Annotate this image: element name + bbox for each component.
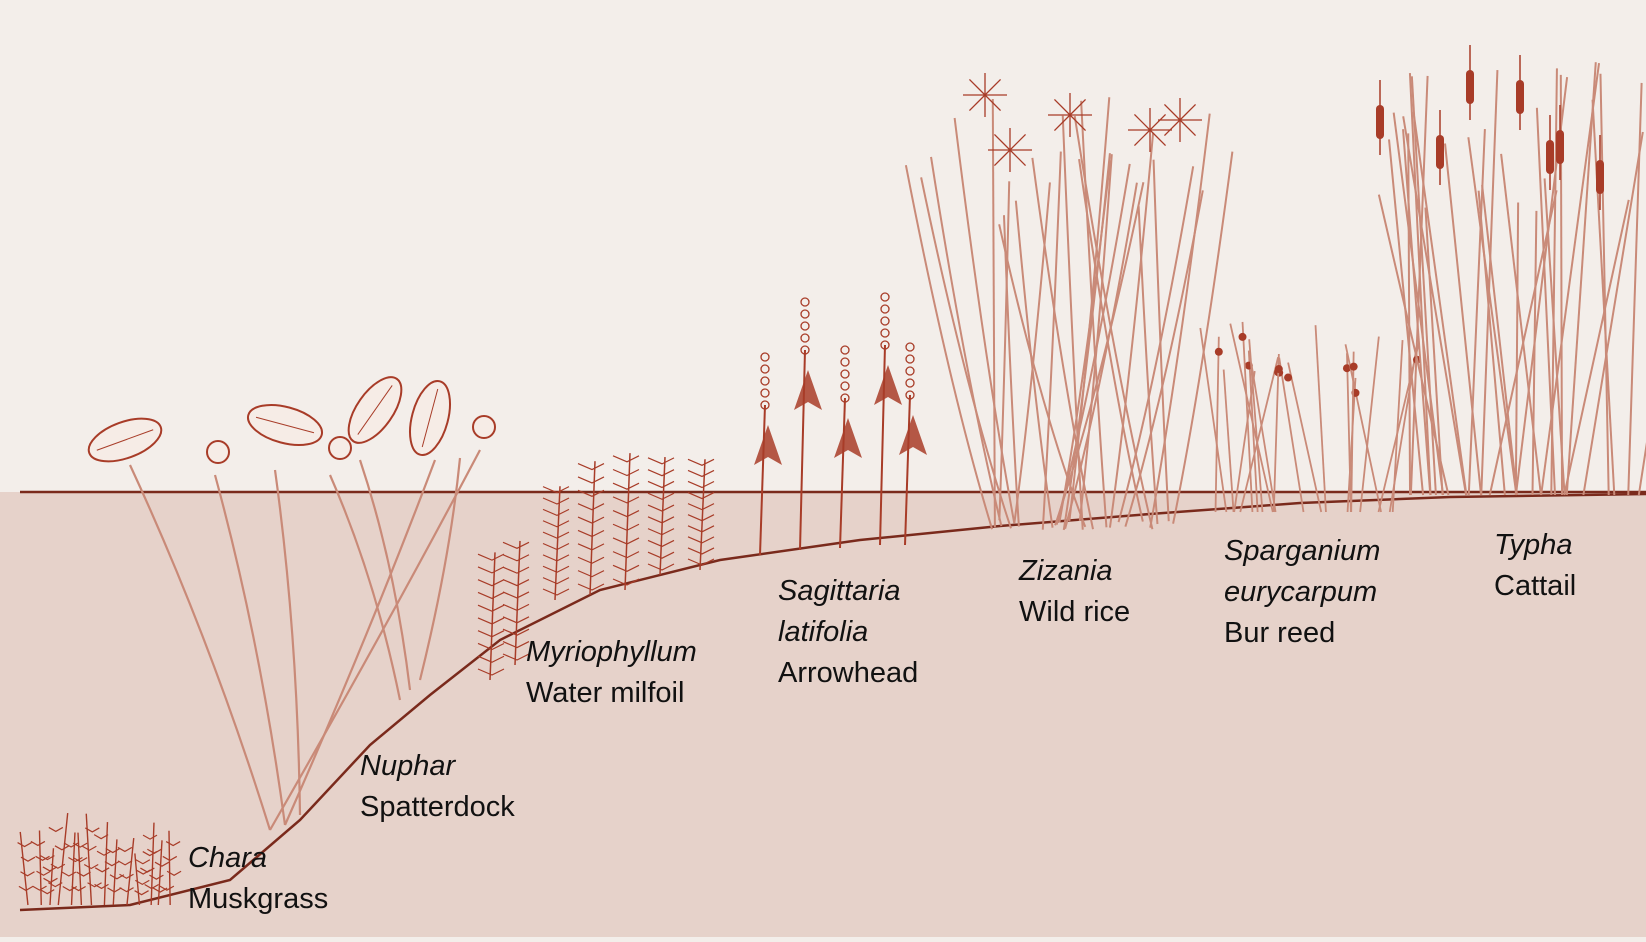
common-name: Cattail [1494, 566, 1576, 607]
scientific-name: Chara [188, 838, 328, 879]
scientific-name: Myriophyllum [526, 632, 697, 673]
scientific-name: Typha [1494, 525, 1576, 566]
scientific-name-species: eurycarpum [1224, 572, 1380, 613]
label-zizania: Zizania Wild rice [1019, 551, 1130, 633]
scientific-name-genus: Sagittaria [778, 571, 918, 612]
label-sagittaria: Sagittaria latifolia Arrowhead [778, 571, 918, 694]
scientific-name: Zizania [1019, 551, 1130, 592]
common-name: Bur reed [1224, 613, 1380, 654]
label-typha: Typha Cattail [1494, 525, 1576, 607]
scientific-name-genus: Sparganium [1224, 531, 1380, 572]
common-name: Arrowhead [778, 653, 918, 694]
common-name: Spatterdock [360, 787, 515, 828]
common-name: Water milfoil [526, 673, 697, 714]
label-nuphar: Nuphar Spatterdock [360, 746, 515, 828]
common-name: Wild rice [1019, 592, 1130, 633]
scientific-name: Nuphar [360, 746, 515, 787]
label-chara: Chara Muskgrass [188, 838, 328, 920]
common-name: Muskgrass [188, 879, 328, 920]
label-myriophyllum: Myriophyllum Water milfoil [526, 632, 697, 714]
label-sparganium: Sparganium eurycarpum Bur reed [1224, 531, 1380, 654]
scientific-name-species: latifolia [778, 612, 918, 653]
